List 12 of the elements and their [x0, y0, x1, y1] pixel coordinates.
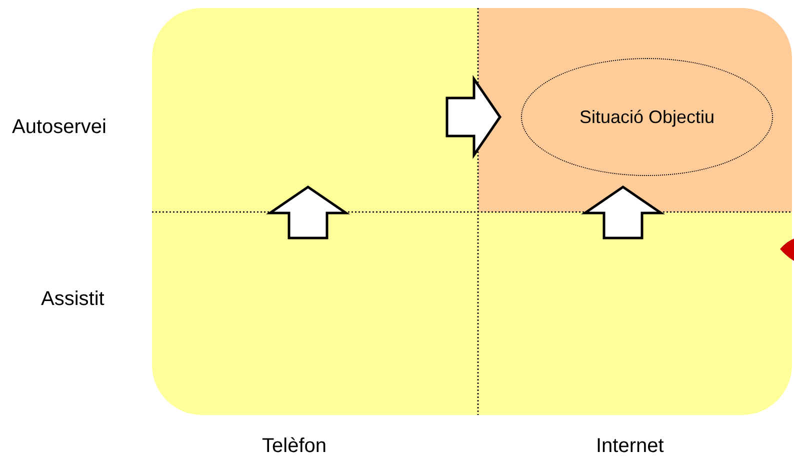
quadrant-area — [478, 8, 792, 212]
column-label: Telèfon — [262, 435, 326, 458]
row-label: Assistit — [41, 288, 104, 311]
target-ellipse — [521, 58, 773, 176]
row-label: Autoservei — [12, 116, 106, 139]
block-arrow — [266, 185, 350, 240]
node-label: Situació Objectiu — [579, 106, 715, 128]
column-label: Internet — [596, 435, 664, 458]
block-arrow — [580, 185, 666, 240]
block-arrow — [446, 74, 502, 160]
quadrant-area — [152, 8, 478, 212]
quadrant-area — [478, 212, 792, 415]
